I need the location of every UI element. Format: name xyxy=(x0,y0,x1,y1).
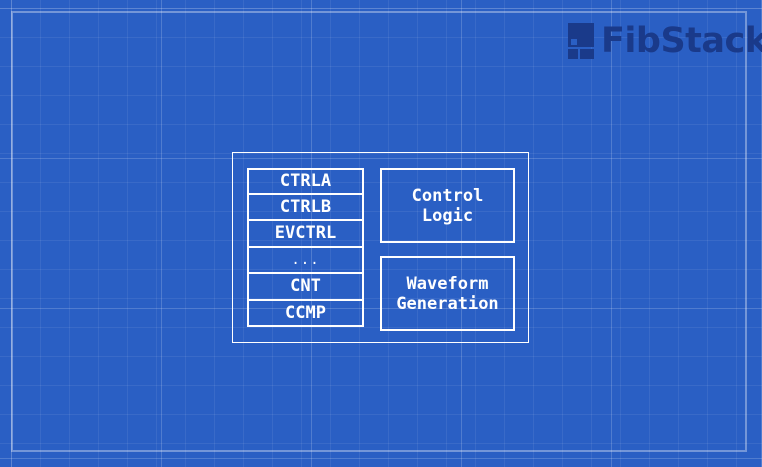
register-ellipsis: ... xyxy=(247,247,364,274)
brand-name: FibStack xyxy=(601,21,762,61)
waveform-label-line2: Generation xyxy=(396,293,499,314)
control-logic-label-line1: Control xyxy=(411,185,484,206)
register-cnt: CNT xyxy=(247,274,364,301)
waveform-generation-block: Waveform Generation xyxy=(380,256,515,331)
control-logic-label-line2: Logic xyxy=(421,205,474,226)
register-evctrl: EVCTRL xyxy=(247,221,364,248)
register-ctrlb: CTRLB xyxy=(247,194,364,221)
waveform-label-line1: Waveform xyxy=(406,273,489,294)
diagram-outer-box xyxy=(232,152,529,343)
control-logic-block: Control Logic xyxy=(380,168,515,243)
register-ccmp: CCMP xyxy=(247,300,364,327)
brand-logo: FibStack xyxy=(568,22,762,60)
fibstack-logo-icon xyxy=(568,23,594,59)
blueprint-frame xyxy=(11,11,747,452)
register-ctrla: CTRLA xyxy=(247,168,364,195)
register-stack: CTRLA CTRLB EVCTRL ... CNT CCMP xyxy=(247,168,364,327)
